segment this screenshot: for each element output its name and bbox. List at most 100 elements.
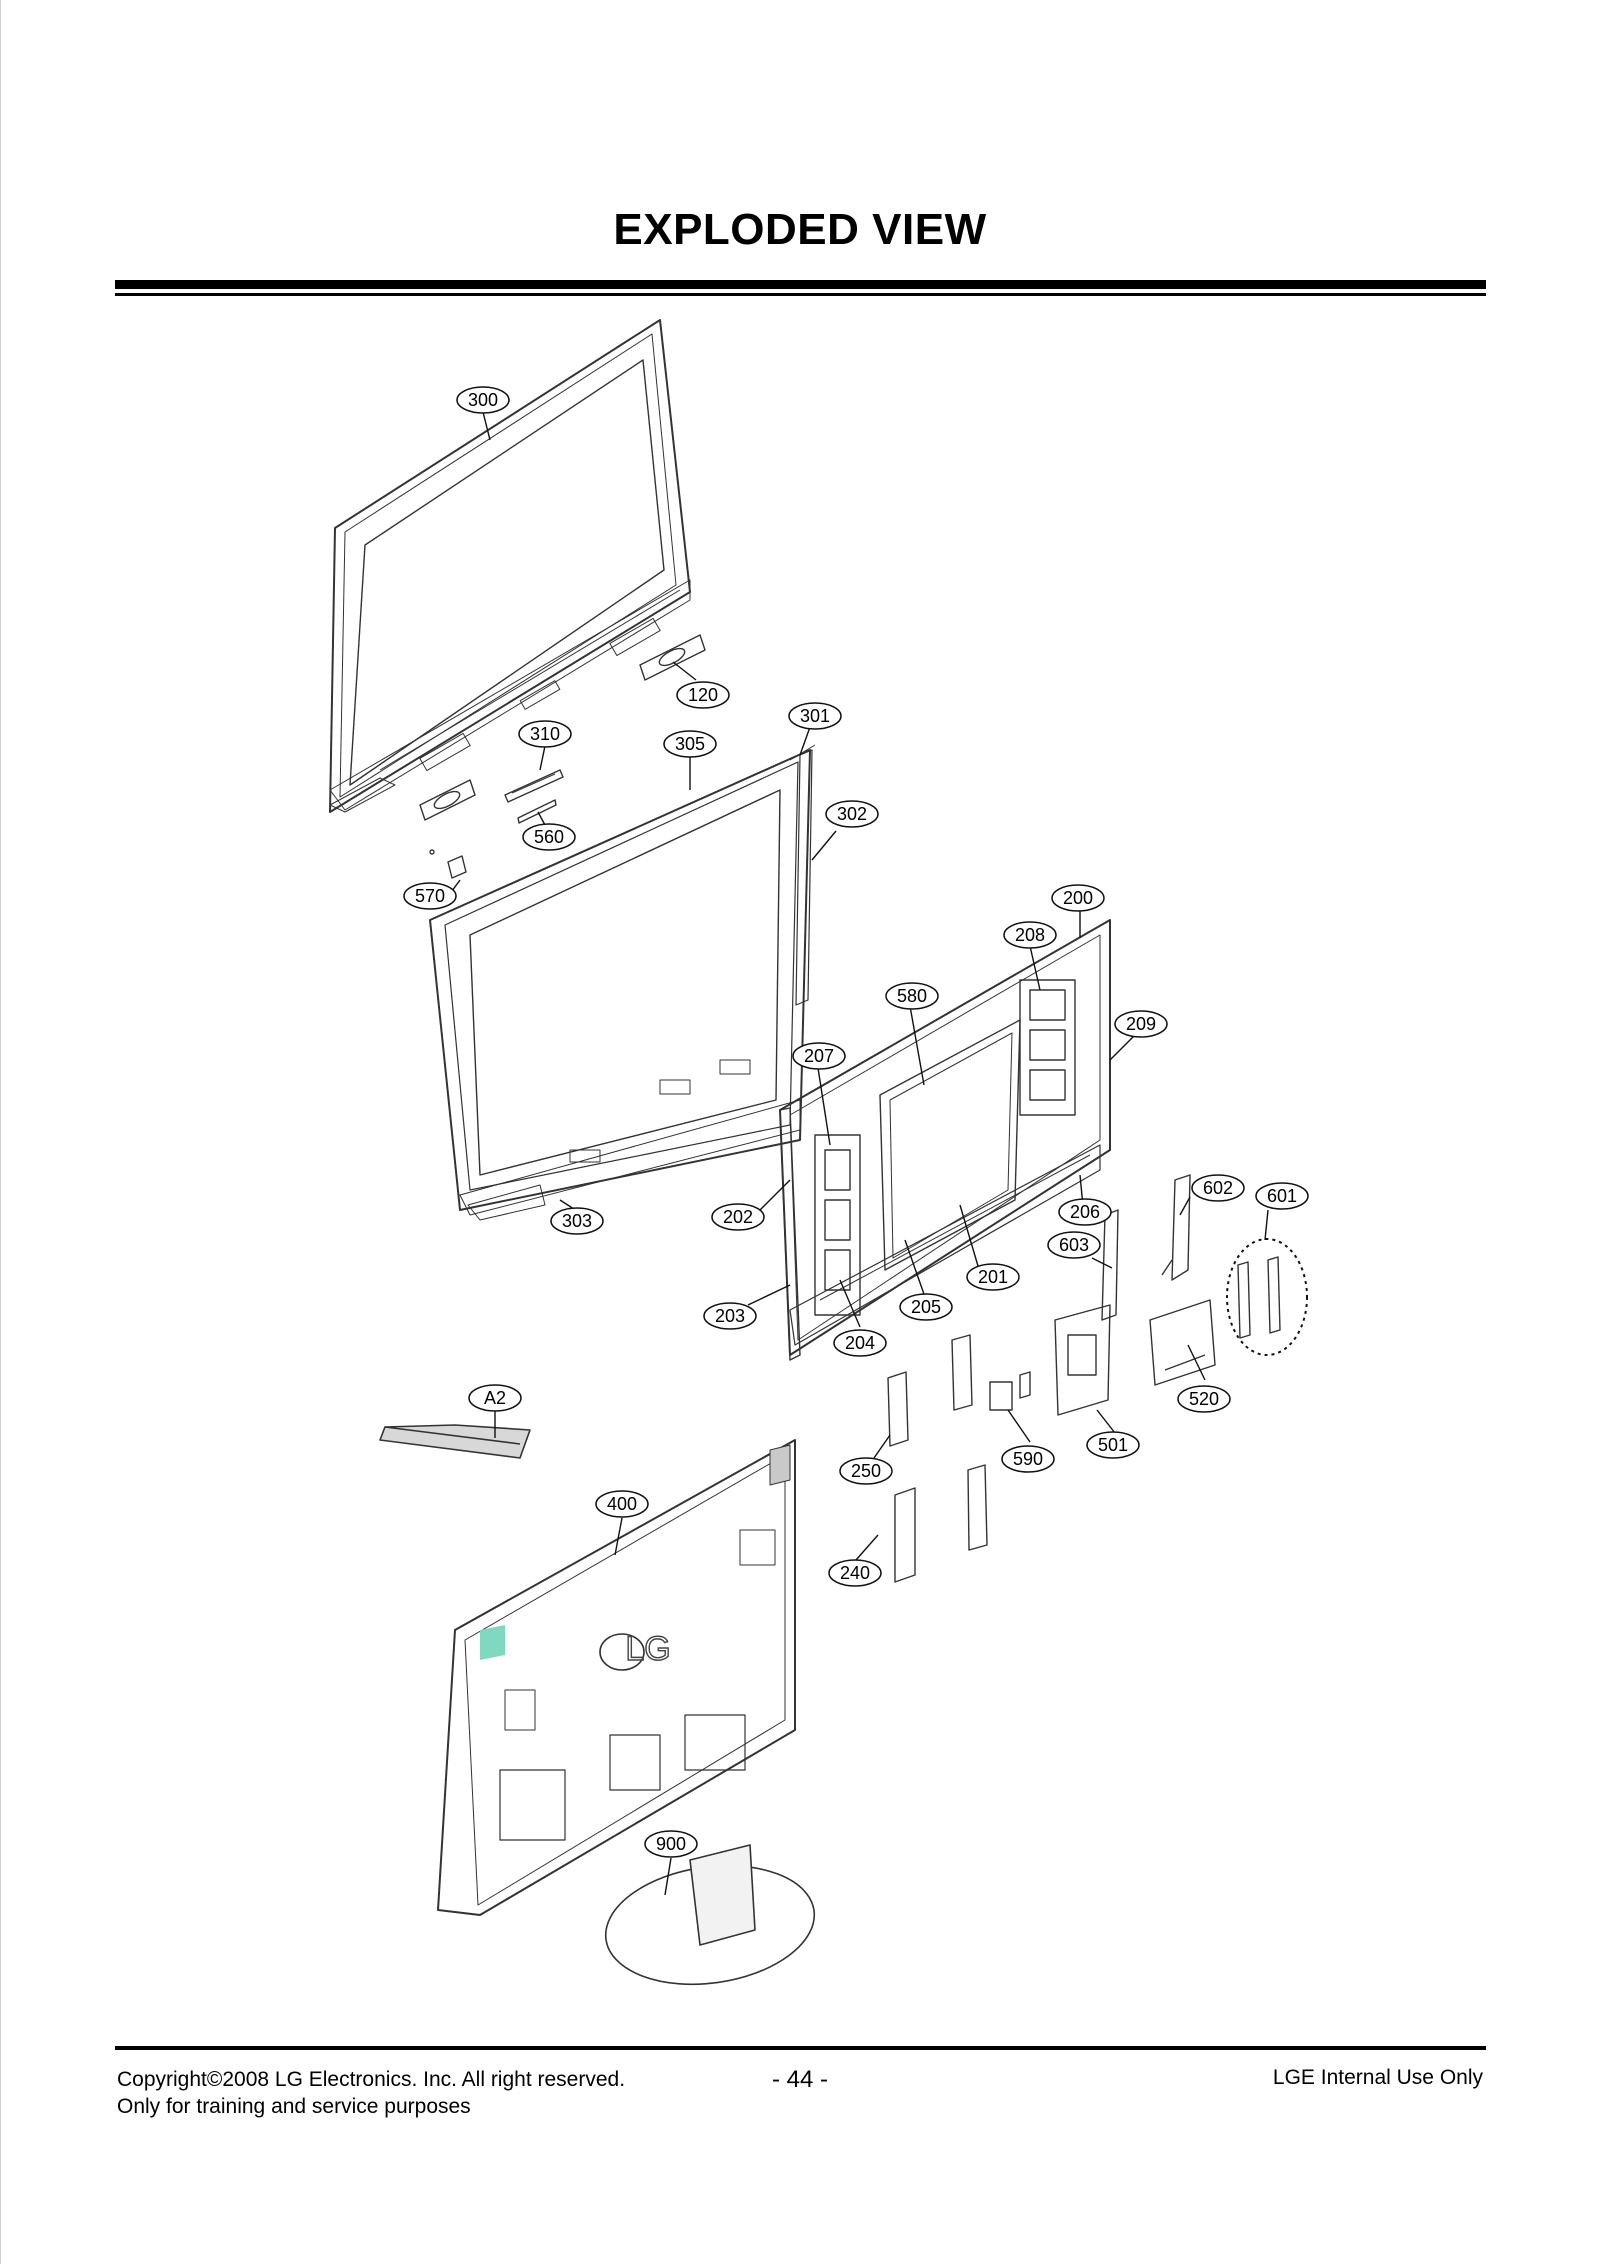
- callout-bubble: [518, 720, 572, 748]
- callout-bubble: [1003, 921, 1057, 949]
- front-bezel: [329, 319, 706, 821]
- callout-label: 602: [1203, 1178, 1233, 1198]
- callout-209: 209: [1114, 1010, 1168, 1038]
- callout-300: 300: [456, 386, 510, 414]
- callout-bubble: [1001, 1445, 1055, 1473]
- callout-bubble: [550, 1207, 604, 1235]
- callout-120: 120: [676, 681, 730, 709]
- speaker-a2: [379, 1424, 531, 1459]
- bracket-250: [887, 1334, 973, 1447]
- title-rule-thick: [115, 280, 1486, 289]
- callout-label: 520: [1189, 1389, 1219, 1409]
- callout-label: 560: [534, 827, 564, 847]
- callout-bubble: [1177, 1385, 1231, 1413]
- speaker-right: [639, 634, 706, 681]
- inner-frame: [429, 744, 816, 1221]
- title-rule-thin: [115, 293, 1486, 296]
- callout-bubble: [522, 823, 576, 851]
- callout-label: 603: [1059, 1235, 1089, 1255]
- callout-label: 207: [804, 1046, 834, 1066]
- callout-240: 240: [828, 1559, 882, 1587]
- callout-201: 201: [966, 1263, 1020, 1291]
- callout-310: 310: [518, 720, 572, 748]
- callout-206: 206: [1058, 1198, 1112, 1226]
- callout-bubble: [1191, 1174, 1245, 1202]
- callout-label: 203: [715, 1306, 745, 1326]
- callout-label: A2: [484, 1388, 506, 1408]
- callout-label: 201: [978, 1267, 1008, 1287]
- bracket-501: [1054, 1304, 1111, 1416]
- callout-bubble: [828, 1559, 882, 1587]
- callout-303: 303: [550, 1207, 604, 1235]
- leader-lines: [448, 411, 1269, 1896]
- callout-bubble: [676, 681, 730, 709]
- callout-label: 302: [837, 804, 867, 824]
- callout-label: 208: [1015, 925, 1045, 945]
- callout-label: 400: [607, 1494, 637, 1514]
- callout-200: 200: [1051, 884, 1105, 912]
- callout-label: 250: [851, 1461, 881, 1481]
- callout-bubble: [1051, 884, 1105, 912]
- callout-580: 580: [885, 982, 939, 1010]
- callout-205: 205: [899, 1293, 953, 1321]
- callout-305: 305: [663, 730, 717, 758]
- lg-logo-text: LG: [625, 1630, 670, 1668]
- power-board-right: [1019, 979, 1076, 1116]
- callout-202: 202: [711, 1203, 765, 1231]
- callout-bubble: [1255, 1182, 1309, 1210]
- callout-bubble: [703, 1302, 757, 1330]
- back-cover: [437, 1439, 796, 1916]
- callout-520: 520: [1177, 1385, 1231, 1413]
- callout-label: 590: [1013, 1449, 1043, 1469]
- callout-207: 207: [792, 1042, 846, 1070]
- callout-bubble: [825, 800, 879, 828]
- bracket-240: [894, 1464, 988, 1583]
- callout-603: 603: [1047, 1231, 1101, 1259]
- callout-bubble: [663, 730, 717, 758]
- callout-label: 205: [911, 1297, 941, 1317]
- callout-bubble: [403, 882, 457, 910]
- callout-label: 209: [1126, 1014, 1156, 1034]
- board-520: [1149, 1299, 1216, 1386]
- callout-label: 303: [562, 1211, 592, 1231]
- page-title: EXPLODED VIEW: [613, 205, 987, 254]
- callout-400: 400: [595, 1490, 649, 1518]
- callout-label: 601: [1267, 1186, 1297, 1206]
- callout-label: 200: [1063, 888, 1093, 908]
- callout-A2: A2: [468, 1384, 522, 1412]
- callout-label: 206: [1070, 1202, 1100, 1222]
- footer-copyright: Copyright©2008 LG Electronics. Inc. All …: [117, 2068, 626, 2091]
- page-edge: [0, 0, 1, 2264]
- stand-900: [604, 1844, 816, 1986]
- callout-570: 570: [403, 882, 457, 910]
- callout-bubble: [711, 1203, 765, 1231]
- callout-bubble: [833, 1329, 887, 1357]
- callout-bubble: [1058, 1198, 1112, 1226]
- callout-label: 202: [723, 1207, 753, 1227]
- footer-purpose: Only for training and service purposes: [117, 2095, 471, 2118]
- callout-label: 120: [688, 685, 718, 705]
- control-board: [429, 769, 564, 879]
- footer-left: Copyright©2008 LG Electronics. Inc. All …: [117, 2066, 625, 2120]
- speaker-left: [419, 779, 476, 821]
- callout-label: 305: [675, 734, 705, 754]
- callout-bubble: [468, 1384, 522, 1412]
- callout-590: 590: [1001, 1445, 1055, 1473]
- callouts: 300 120 301 310 305 302 560 570 200 208 580 209 207 2…: [403, 386, 1309, 1858]
- callout-label: 580: [897, 986, 927, 1006]
- callout-bubble: [456, 386, 510, 414]
- callout-302: 302: [825, 800, 879, 828]
- callout-560: 560: [522, 823, 576, 851]
- callout-label: 501: [1098, 1435, 1128, 1455]
- bracket-602: [1161, 1174, 1191, 1281]
- callout-bubble: [644, 1830, 698, 1858]
- callout-label: 301: [800, 706, 830, 726]
- callout-250: 250: [839, 1457, 893, 1485]
- callout-900: 900: [644, 1830, 698, 1858]
- callout-bubble: [1086, 1431, 1140, 1459]
- detail-circle-601: [1226, 1238, 1308, 1356]
- callout-bubble: [595, 1490, 649, 1518]
- callout-bubble: [1047, 1231, 1101, 1259]
- callout-label: 570: [415, 886, 445, 906]
